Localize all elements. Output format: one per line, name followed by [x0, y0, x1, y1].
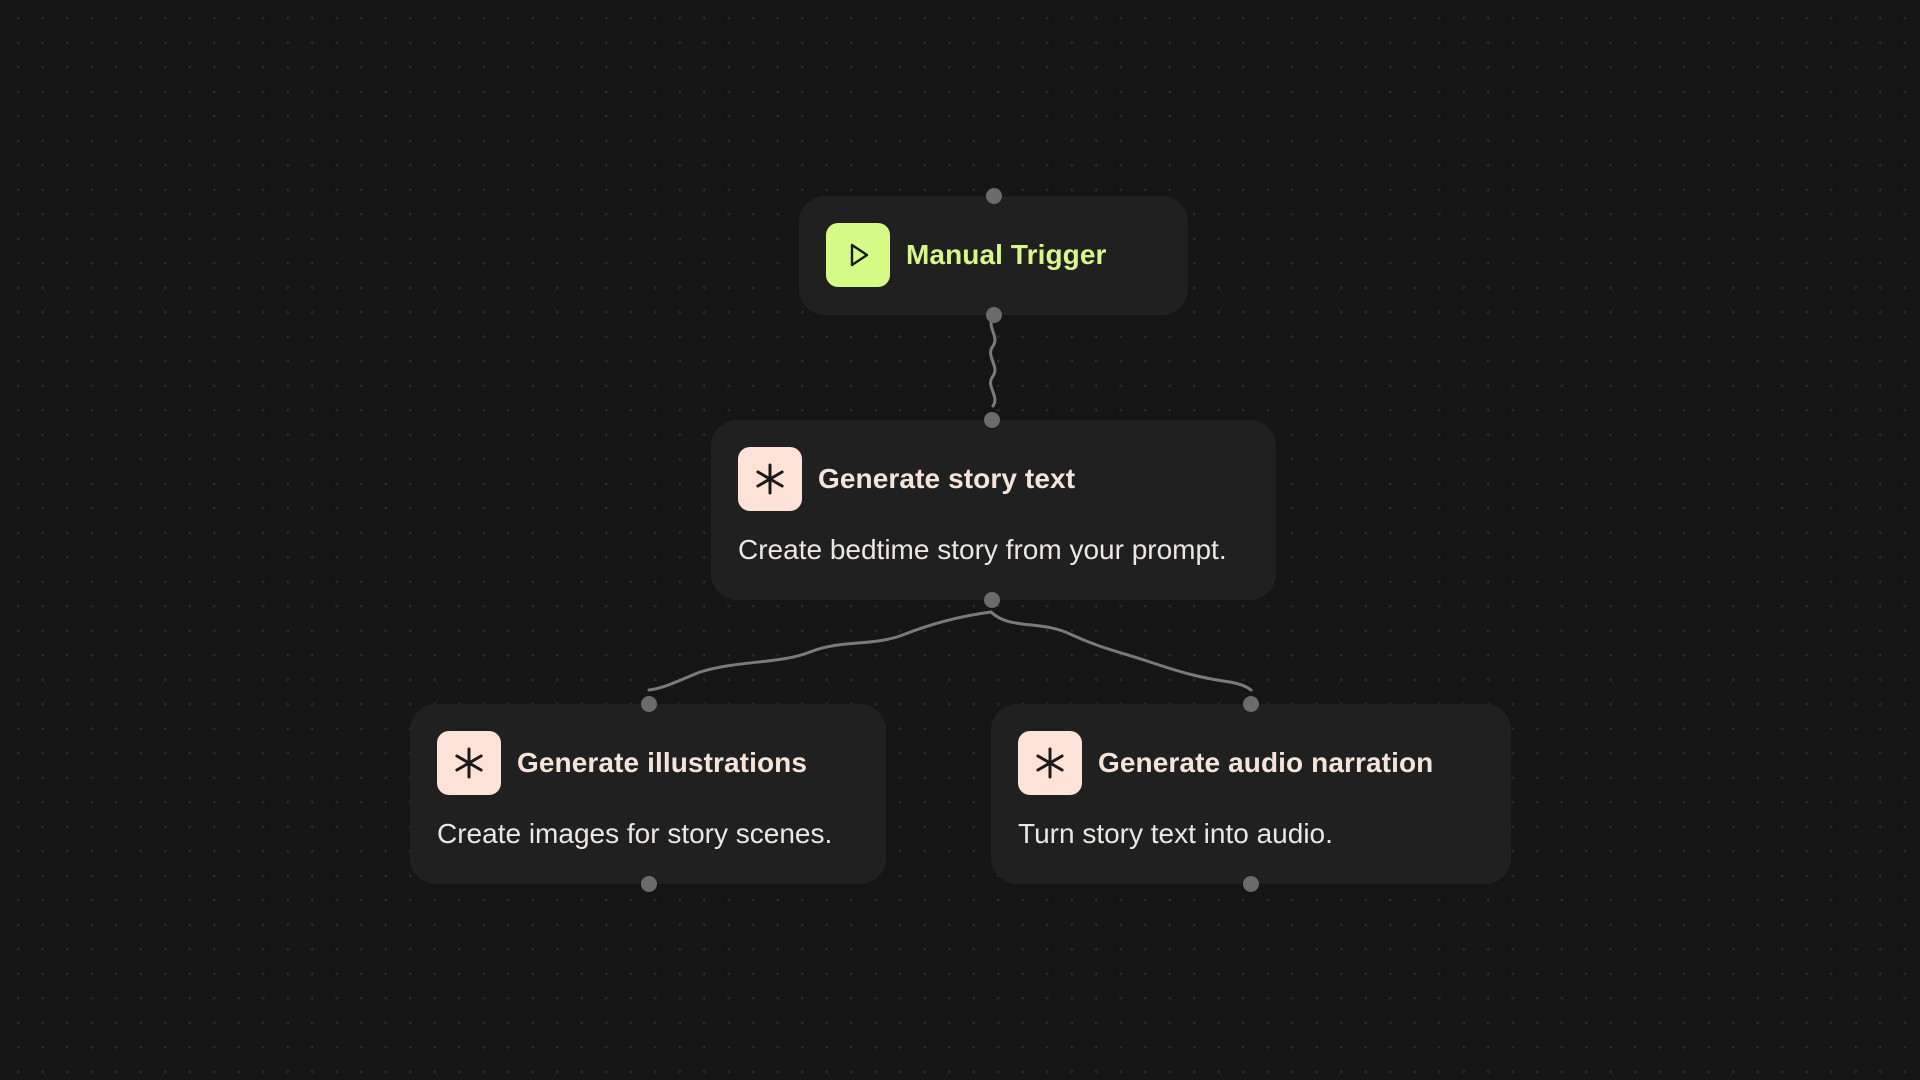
trigger-output-port[interactable]	[986, 307, 1002, 323]
node-illustrations-header: Generate illustrations	[437, 731, 807, 795]
audio-narration-output-port[interactable]	[1243, 876, 1259, 892]
node-manual-trigger-header: Manual Trigger	[826, 223, 1107, 287]
asterisk-icon	[437, 731, 501, 795]
node-story-text-header: Generate story text	[738, 447, 1075, 511]
illustrations-input-port[interactable]	[641, 696, 657, 712]
node-illustrations-description: Create images for story scenes.	[437, 818, 833, 849]
edge-story-to-illustrations[interactable]	[647, 610, 993, 692]
illustrations-output-port[interactable]	[641, 876, 657, 892]
audio-narration-input-port[interactable]	[1243, 696, 1259, 712]
node-manual-trigger[interactable]: Manual Trigger	[799, 196, 1188, 315]
node-generate-illustrations[interactable]: Generate illustrations Create images for…	[410, 704, 886, 884]
node-audio-narration-header: Generate audio narration	[1018, 731, 1433, 795]
node-generate-audio-narration[interactable]: Generate audio narration Turn story text…	[991, 704, 1511, 884]
node-story-text-title: Generate story text	[818, 463, 1076, 494]
node-audio-narration-description: Turn story text into audio.	[1018, 818, 1333, 849]
node-manual-trigger-title: Manual Trigger	[906, 239, 1107, 270]
play-icon	[826, 223, 890, 287]
trigger-input-port[interactable]	[986, 188, 1002, 204]
node-illustrations-title: Generate illustrations	[517, 747, 808, 778]
asterisk-icon	[1018, 731, 1082, 795]
node-audio-narration-title: Generate audio narration	[1098, 747, 1434, 778]
node-generate-story-text[interactable]: Generate story text Create bedtime story…	[711, 420, 1276, 600]
node-story-text-description: Create bedtime story from your prompt.	[738, 534, 1227, 565]
edge-story-to-audio[interactable]	[989, 610, 1253, 692]
edge-trigger-to-story[interactable]	[989, 314, 997, 408]
story-text-input-port[interactable]	[984, 412, 1000, 428]
asterisk-icon	[738, 447, 802, 511]
story-text-output-port[interactable]	[984, 592, 1000, 608]
